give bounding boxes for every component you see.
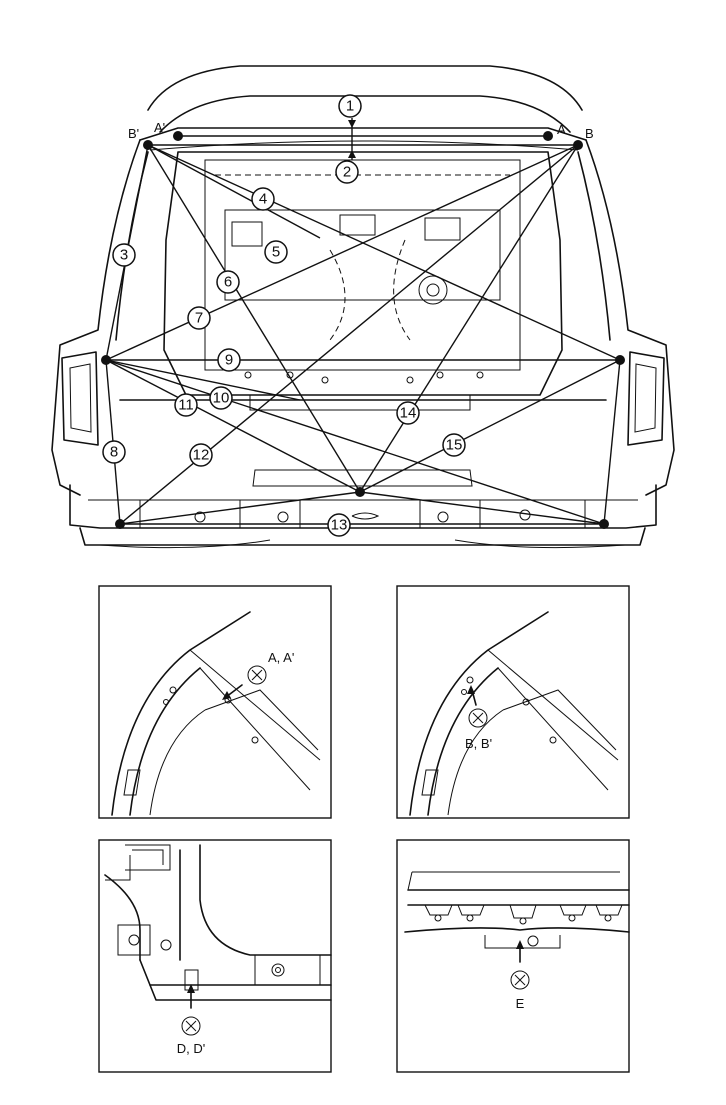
point-b bbox=[573, 140, 583, 150]
point-d-prime bbox=[101, 355, 111, 365]
callout-6: 6 bbox=[216, 270, 240, 294]
svg-text:8: 8 bbox=[110, 444, 118, 461]
callout-8: 8 bbox=[102, 440, 126, 464]
point-e bbox=[355, 487, 365, 497]
callout-2: 2 bbox=[335, 160, 359, 184]
measurement-callouts: 1 2 3 4 5 6 7 8 9 10 11 12 13 14 15 bbox=[102, 94, 466, 537]
measurement-lines bbox=[105, 118, 621, 525]
callout-1: 1 bbox=[338, 94, 362, 118]
point-b-prime bbox=[143, 140, 153, 150]
svg-text:6: 6 bbox=[224, 274, 232, 291]
svg-text:11: 11 bbox=[178, 397, 194, 414]
callout-9: 9 bbox=[217, 348, 241, 372]
point-d bbox=[615, 355, 625, 365]
svg-text:9: 9 bbox=[225, 352, 233, 369]
label-b: B bbox=[585, 126, 594, 141]
label-b-prime: B' bbox=[128, 126, 139, 141]
svg-text:4: 4 bbox=[259, 191, 267, 208]
svg-text:12: 12 bbox=[193, 447, 210, 464]
crosshair-target-icon bbox=[468, 708, 488, 728]
label-a: A bbox=[557, 122, 566, 137]
rear-body-outline bbox=[51, 65, 675, 549]
detail-b-label: B, B' bbox=[465, 736, 492, 751]
callout-14: 14 bbox=[396, 401, 420, 425]
svg-text:13: 13 bbox=[331, 517, 348, 534]
measuring-points bbox=[101, 131, 625, 529]
crosshair-target-icon bbox=[181, 1016, 201, 1036]
svg-text:14: 14 bbox=[400, 405, 417, 422]
detail-panel-a: A, A' bbox=[98, 585, 332, 819]
callout-5: 5 bbox=[264, 240, 288, 264]
svg-text:5: 5 bbox=[272, 244, 280, 261]
svg-text:15: 15 bbox=[446, 437, 463, 454]
callout-3: 3 bbox=[112, 243, 136, 267]
callout-7: 7 bbox=[187, 306, 211, 330]
detail-e-label: E bbox=[516, 996, 525, 1011]
callout-4: 4 bbox=[251, 187, 275, 211]
point-a bbox=[543, 131, 553, 141]
detail-d-label: D, D' bbox=[177, 1041, 205, 1056]
svg-text:2: 2 bbox=[343, 164, 351, 181]
svg-text:7: 7 bbox=[195, 310, 203, 327]
point-c-prime bbox=[115, 519, 125, 529]
callout-12: 12 bbox=[189, 443, 213, 467]
callout-10: 10 bbox=[209, 386, 233, 410]
detail-panel-d: D, D' bbox=[98, 839, 332, 1073]
crosshair-target-icon bbox=[247, 665, 267, 685]
svg-text:3: 3 bbox=[120, 247, 128, 264]
callout-15: 15 bbox=[442, 433, 466, 457]
callout-13: 13 bbox=[327, 513, 351, 537]
point-c bbox=[599, 519, 609, 529]
point-a-prime bbox=[173, 131, 183, 141]
svg-text:10: 10 bbox=[213, 390, 230, 407]
callout-11: 11 bbox=[174, 393, 198, 417]
crosshair-target-icon bbox=[510, 970, 530, 990]
detail-a-label: A, A' bbox=[268, 650, 294, 665]
corner-labels: B' A' A B bbox=[128, 120, 594, 141]
label-a-prime: A' bbox=[154, 120, 165, 135]
detail-panel-e: E bbox=[396, 839, 630, 1073]
svg-text:1: 1 bbox=[346, 98, 354, 115]
detail-panel-b: B, B' bbox=[396, 585, 630, 819]
